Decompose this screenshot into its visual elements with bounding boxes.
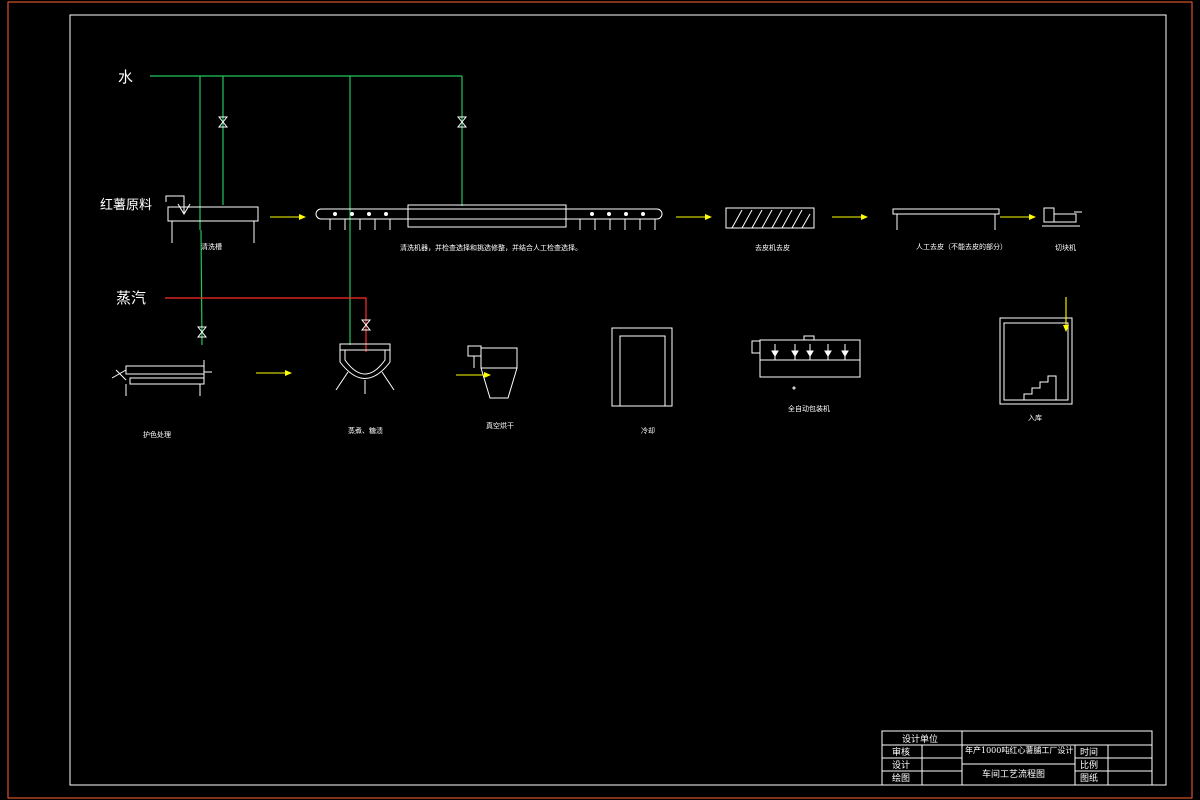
- conveyor-rollers: [333, 212, 645, 216]
- time-label: 时间: [1080, 746, 1098, 758]
- vacuum-dryer: [467, 345, 518, 399]
- warehouse: [999, 317, 1073, 405]
- washer-label: 清洗槽: [201, 242, 222, 251]
- slicer-label: 去皮机去皮: [755, 243, 790, 252]
- drawing-label: 绘图: [892, 772, 910, 784]
- storage-label: 入库: [1028, 413, 1042, 422]
- color-protect-label: 护色处理: [143, 430, 171, 439]
- sorting-line-label: 清洗机器，并检查选择和挑选修整，并结合人工检查选择。: [400, 243, 582, 252]
- raw-material-label: 红薯原料: [100, 197, 152, 213]
- flow-arrows: [256, 214, 1069, 378]
- packing-arrows: [771, 350, 849, 357]
- cook-label: 蒸煮、糖渍: [348, 426, 383, 435]
- water-label: 水: [118, 68, 133, 86]
- cutter-machine: [1042, 207, 1082, 227]
- title-block: [881, 730, 1153, 786]
- peeling-machine: [725, 207, 815, 229]
- dryer-label: 真空烘干: [486, 421, 514, 430]
- drawing-title: 车间工艺流程图: [982, 768, 1045, 780]
- steam-line: [165, 297, 367, 352]
- cooling-label: 冷却: [641, 426, 655, 435]
- review-label: 审核: [892, 746, 910, 758]
- project-title: 年产1000吨红心薯脯工厂设计: [965, 745, 1073, 755]
- trimming-label: 人工去皮（不能去皮的部分）: [916, 242, 1007, 251]
- color-protect-tank: [111, 360, 212, 396]
- design-unit-label: 设计单位: [902, 733, 938, 745]
- cutter-label: 切块机: [1055, 243, 1076, 252]
- design-label: 设计: [892, 759, 910, 771]
- water-lines: [150, 75, 463, 346]
- packer-label: 全自动包装机: [788, 404, 830, 413]
- washing-tank: [165, 195, 259, 243]
- outer-frame: [7, 1, 1193, 799]
- trimming-table: [892, 208, 1000, 230]
- packing-machine: [751, 335, 861, 390]
- sorting-conveyor: [315, 204, 663, 230]
- jacketed-kettle: [335, 343, 395, 394]
- valve-icon: [196, 116, 468, 338]
- cooling-chamber: [611, 327, 673, 407]
- inner-frame: [69, 14, 1167, 786]
- steam-label: 蒸汽: [116, 289, 146, 307]
- scale-label: 比例: [1080, 759, 1098, 771]
- sheet-label: 图纸: [1080, 772, 1098, 784]
